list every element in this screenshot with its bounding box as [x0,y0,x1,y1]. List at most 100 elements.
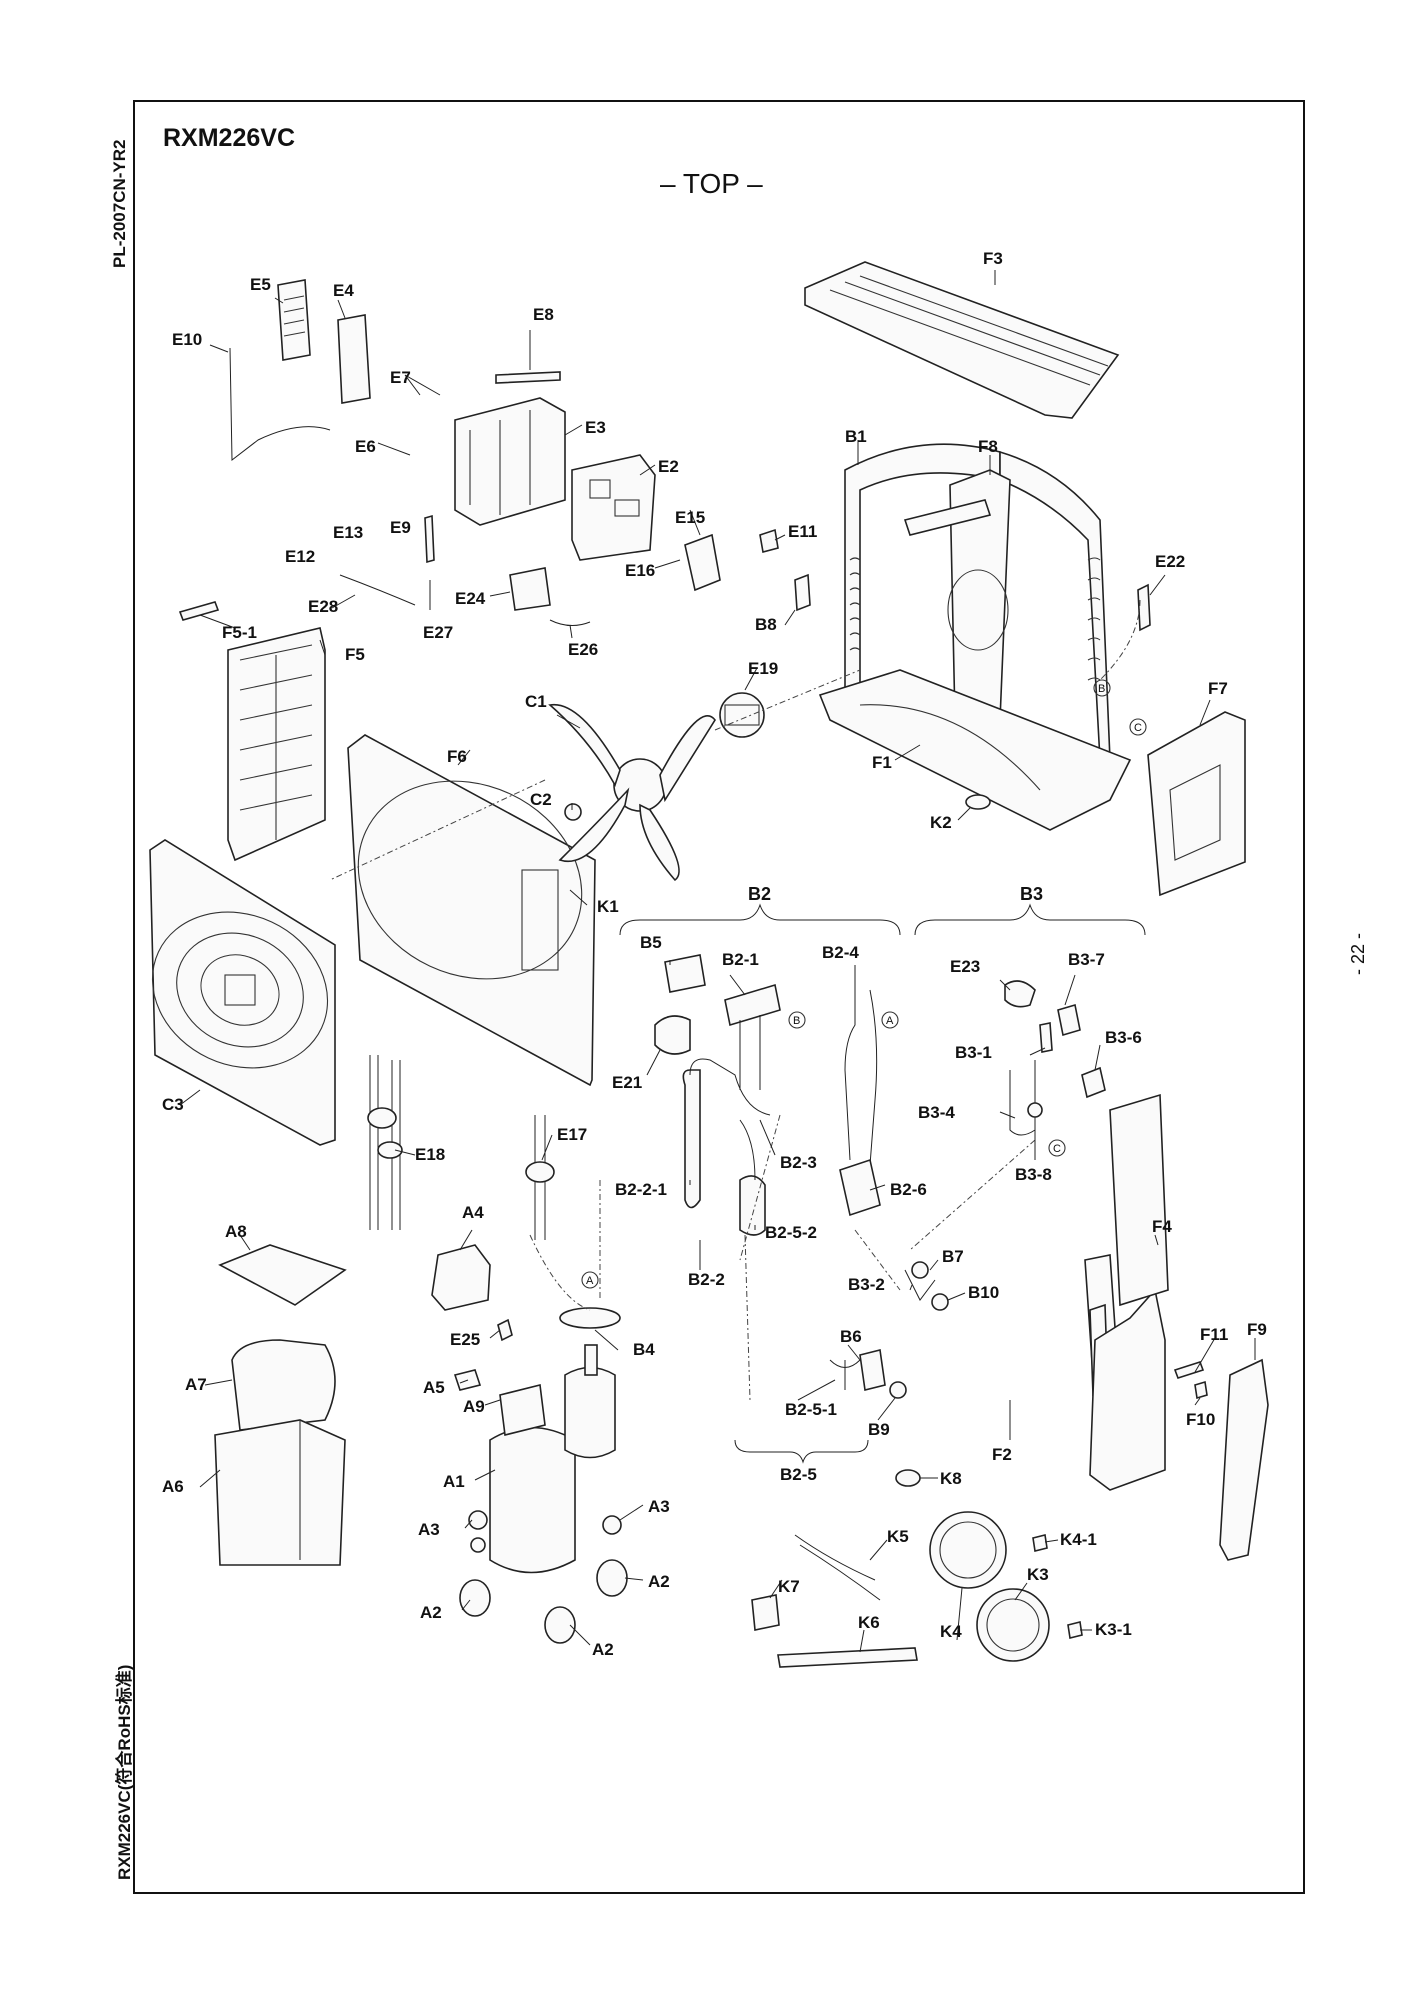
label-E13: E13 [333,523,363,542]
label-C2: C2 [530,790,552,809]
label-C1: C1 [525,692,547,711]
compressor-drawing [453,1307,621,1574]
mount-drawing [459,1510,628,1644]
label-E5: E5 [250,275,271,294]
label-B6: B6 [840,1327,862,1346]
label-A9: A9 [463,1397,485,1416]
marker-c-heat-exchanger: C [1129,718,1147,736]
label-E15: E15 [675,508,705,527]
label-K2: K2 [930,813,952,832]
fan-drawing [548,692,765,882]
label-E28: E28 [308,597,338,616]
b3-bracket [914,903,1146,936]
label-E25: E25 [450,1330,480,1349]
label-K4: K4 [940,1622,962,1641]
label-B1: B1 [845,427,867,446]
label-B2-2-1: B2-2-1 [615,1180,667,1199]
b2-piping-drawing [654,954,907,1399]
label-B2-1: B2-1 [722,950,759,969]
label-B3-1: B3-1 [955,1043,992,1062]
view-label: – TOP – [660,168,763,199]
right-side-panel-drawing [1147,711,1246,897]
label-F11: F11 [1200,1325,1228,1344]
model-title: RXM226VC [163,124,295,152]
marker-a-compressor: A [581,1271,599,1289]
label-E6: E6 [355,437,376,456]
label-A6: A6 [162,1477,184,1496]
label-B3-4: B3-4 [918,1103,955,1122]
fan-guard-drawing [149,839,336,1146]
right-panel-drawing [1084,1093,1269,1561]
label-F6: F6 [447,747,467,766]
label-F3: F3 [983,249,1003,268]
label-E26: E26 [568,640,598,659]
label-B9: B9 [868,1420,890,1439]
label-E27: E27 [423,623,453,642]
label-F9: F9 [1247,1320,1267,1339]
svg-text:A: A [586,1275,594,1287]
b2-bracket [619,903,901,936]
label-F5: F5 [345,645,365,664]
label-K3-1: K3-1 [1095,1620,1132,1639]
label-E7: E7 [390,368,411,387]
marker-a-piping: A [881,1011,899,1029]
label-F4: F4 [1152,1217,1172,1236]
marker-b-heat-exchanger: B [1093,679,1111,697]
label-E21: E21 [612,1073,642,1092]
svg-text:A: A [886,1015,894,1027]
label-E18: E18 [415,1145,445,1164]
svg-text:C: C [1053,1143,1061,1155]
label-A1: A1 [443,1472,465,1491]
heat-exchanger-drawing [818,443,1132,831]
front-panel-drawing [347,734,596,1087]
label-B2-4: B2-4 [822,943,859,962]
label-K7: K7 [778,1577,800,1596]
electrical-box-drawing [178,279,811,626]
label-E3: E3 [585,418,606,437]
svg-text:B: B [1098,683,1105,695]
sensor-harness-drawing [367,1055,555,1240]
label-B2-3: B2-3 [780,1153,817,1172]
label-K4-1: K4-1 [1060,1530,1097,1549]
label-K3: K3 [1027,1565,1049,1584]
label-B5: B5 [640,933,662,952]
label-B2-2: B2-2 [688,1270,725,1289]
label-A2-right: A2 [648,1572,670,1591]
label-E12: E12 [285,547,315,566]
label-F2: F2 [992,1445,1012,1464]
top-panel-drawing [804,261,1120,419]
label-E22: E22 [1155,552,1185,571]
label-A2-left: A2 [420,1603,442,1622]
label-A5: A5 [423,1378,445,1397]
label-F5-1: F5-1 [222,623,257,642]
page-frame [133,100,1305,1894]
label-E19: E19 [748,659,778,678]
label-B3-8: B3-8 [1015,1165,1052,1184]
b2-5-bracket [734,1439,869,1464]
label-B2-5-1: B2-5-1 [785,1400,837,1419]
label-E9: E9 [390,518,411,537]
label-K8: K8 [940,1469,962,1488]
label-A4: A4 [462,1203,484,1222]
label-B3-6: B3-6 [1105,1028,1142,1047]
label-A8: A8 [225,1222,247,1241]
accessories-drawing [751,1469,1083,1668]
marker-b-piping: B [788,1011,806,1029]
label-E17: E17 [557,1125,587,1144]
label-E24: E24 [455,589,486,608]
label-E11: E11 [788,522,817,541]
label-E8: E8 [533,305,554,324]
label-E23: E23 [950,957,980,976]
label-E10: E10 [172,330,202,349]
filter-drawing [227,627,326,862]
marker-c-piping: C [1048,1139,1066,1157]
label-F10: F10 [1186,1410,1215,1429]
label-F1: F1 [872,753,892,772]
svg-text:B: B [793,1015,800,1027]
label-B7: B7 [942,1247,964,1266]
label-B2: B2 [748,884,771,904]
label-A3-right: A3 [648,1497,670,1516]
label-B4: B4 [633,1340,655,1359]
label-K5: K5 [887,1527,909,1546]
label-B3: B3 [1020,884,1043,904]
